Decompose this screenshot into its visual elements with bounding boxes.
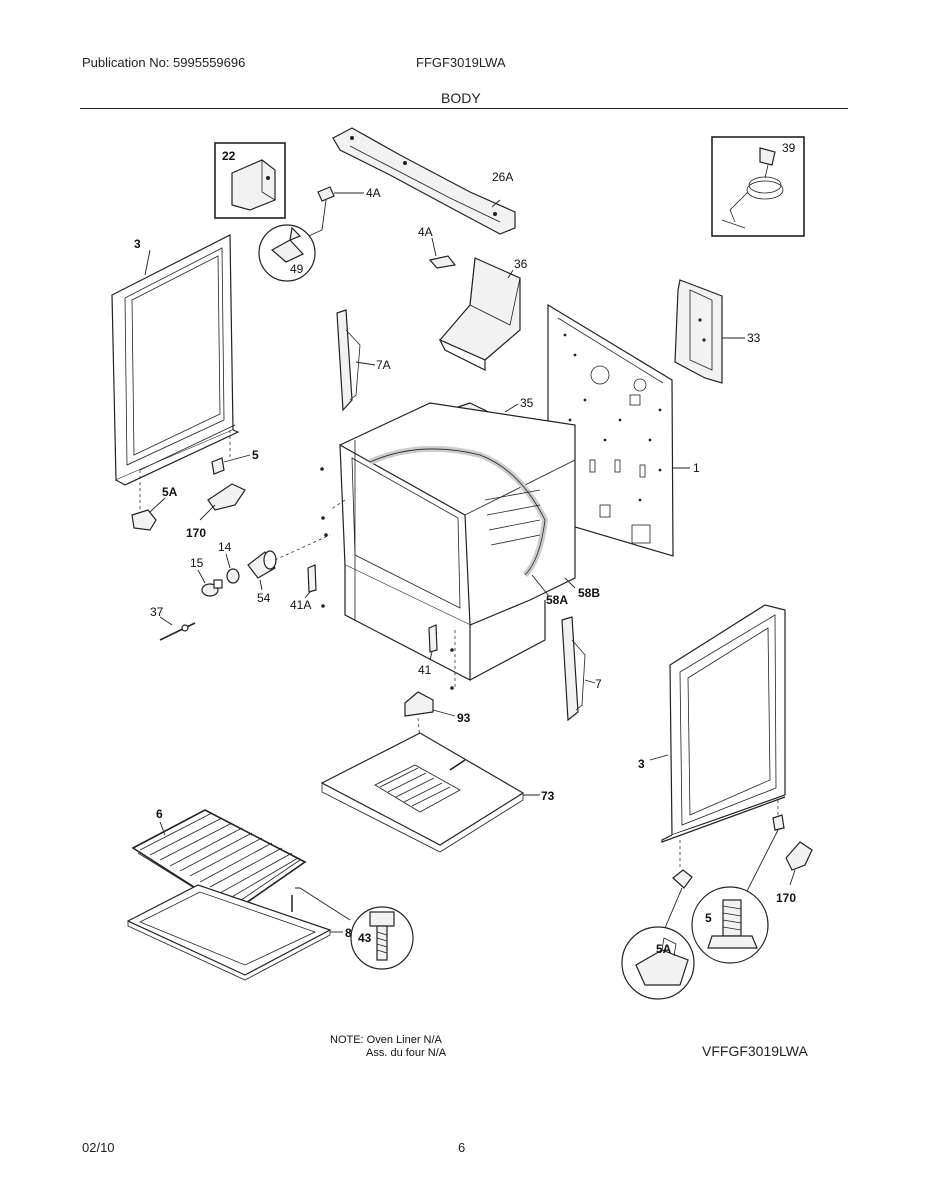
label-5A-left: 5A <box>162 485 178 499</box>
label-33: 33 <box>747 331 761 345</box>
part-54-lens <box>247 534 331 579</box>
part-36-vent-duct <box>438 257 521 371</box>
label-36: 36 <box>514 257 528 271</box>
label-3-right: 3 <box>638 757 645 771</box>
label-7: 7 <box>595 677 602 691</box>
part-93-burner-cap <box>404 691 456 741</box>
label-5A-right: 5A <box>656 942 672 956</box>
label-5-left: 5 <box>252 448 259 462</box>
footer-date: 02/10 <box>82 1140 115 1155</box>
diagram-code: VFFGF3019LWA <box>702 1043 808 1059</box>
part-15-bulb <box>201 579 223 597</box>
header-rule <box>80 108 848 109</box>
label-5-right: 5 <box>705 911 712 925</box>
part-39-wire-harness <box>711 136 805 237</box>
label-41: 41 <box>418 663 432 677</box>
label-73: 73 <box>541 789 555 803</box>
label-43: 43 <box>358 931 372 945</box>
label-22: 22 <box>222 149 236 163</box>
part-41-clip <box>428 624 438 661</box>
label-26A: 26A <box>492 170 513 184</box>
part-5-leveler-right-small <box>772 814 785 831</box>
label-8: 8 <box>345 926 352 940</box>
part-5-leveler-right <box>691 829 779 964</box>
part-3-side-panel-left <box>111 234 240 510</box>
model-number: FFGF3019LWA <box>416 55 506 70</box>
label-35: 35 <box>520 396 534 410</box>
part-7A-hinge <box>336 309 376 412</box>
part-4A-clip-mid <box>428 237 457 269</box>
label-58B: 58B <box>578 586 600 600</box>
label-15: 15 <box>190 556 204 570</box>
note-line-2: Ass. du four N/A <box>366 1047 447 1059</box>
label-4A-top: 4A <box>366 186 381 200</box>
label-39: 39 <box>782 141 796 155</box>
part-22-bracket <box>214 142 286 219</box>
part-14-socket <box>226 568 240 584</box>
label-4A-mid: 4A <box>418 225 433 239</box>
section-title: BODY <box>441 90 481 106</box>
publication-number: Publication No: 5995559696 <box>82 55 246 70</box>
label-1: 1 <box>693 461 700 475</box>
part-33-bracket <box>674 279 745 384</box>
label-14: 14 <box>218 540 232 554</box>
part-5-leveler-left <box>211 454 251 475</box>
part-8-broiler-pan <box>126 884 343 981</box>
part-43-screw <box>291 887 414 970</box>
part-5A-leg-right <box>621 869 695 1000</box>
page-number: 6 <box>458 1140 466 1155</box>
part-73-bottom-panel <box>320 732 540 853</box>
part-5A-leg-left <box>131 497 166 531</box>
label-37: 37 <box>150 605 164 619</box>
part-4A-clip-top <box>258 186 364 282</box>
label-41A: 41A <box>290 598 311 612</box>
part-37-sensor <box>159 616 196 641</box>
part-26A-rail <box>332 127 516 235</box>
oven-cavity-body <box>339 402 576 681</box>
part-41A-clip <box>304 564 325 608</box>
label-3-left: 3 <box>134 237 141 251</box>
label-6: 6 <box>156 807 163 821</box>
note-line-1: NOTE: Oven Liner N/A <box>330 1034 442 1046</box>
part-170-bracket-left <box>199 483 246 521</box>
part-7-hinge <box>561 616 596 722</box>
label-54: 54 <box>257 591 271 605</box>
label-93: 93 <box>457 711 471 725</box>
label-58A: 58A <box>546 593 568 607</box>
label-170-left: 170 <box>186 526 206 540</box>
label-170-right: 170 <box>776 891 796 905</box>
part-170-bracket-right <box>785 841 813 886</box>
label-49: 49 <box>290 262 304 276</box>
label-7A: 7A <box>376 358 391 372</box>
part-3-side-panel-right <box>649 604 786 870</box>
